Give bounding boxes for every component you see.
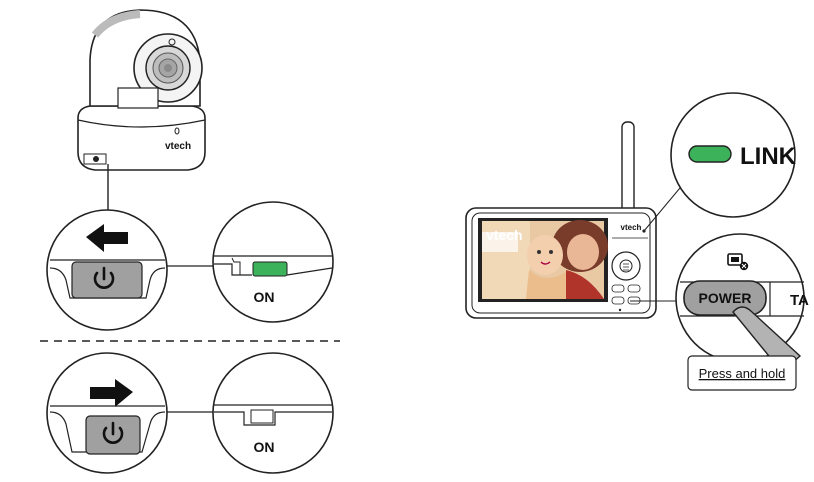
on-label: ON [254,439,275,455]
link-callout: LINK [670,92,797,218]
camera-off-icon [727,253,749,271]
monitor-brand-logo: vtech [621,223,642,232]
green-slider-indicator [252,261,288,277]
press-and-hold-label: Press and hold [699,366,786,381]
power-switch-closeup-off [46,352,168,474]
power-callout: POWER TA [675,233,809,374]
link-label: LINK [740,143,797,170]
link-led-icon [688,145,732,163]
camera-brand-logo: vtech [165,141,191,152]
baby-photo [482,220,608,299]
arrow-left-icon [86,224,128,252]
power-icon [93,266,115,289]
screen-brand-logo: vtech [486,227,523,243]
on-label: ON [254,289,275,305]
power-key [611,296,625,305]
arrow-right-icon [90,379,133,407]
baby-camera: vtech [77,9,206,225]
parent-unit-monitor: vtech vtech [465,121,691,319]
press-and-hold-tag: Press and hold [687,355,797,391]
power-button-label: POWER [699,290,752,306]
camera-switch-off-panel: ON [46,352,334,474]
power-button [683,280,767,316]
power-icon [102,421,124,444]
adjacent-button-label: TA [790,292,809,309]
camera-switch-on-panel: ON [46,201,334,331]
